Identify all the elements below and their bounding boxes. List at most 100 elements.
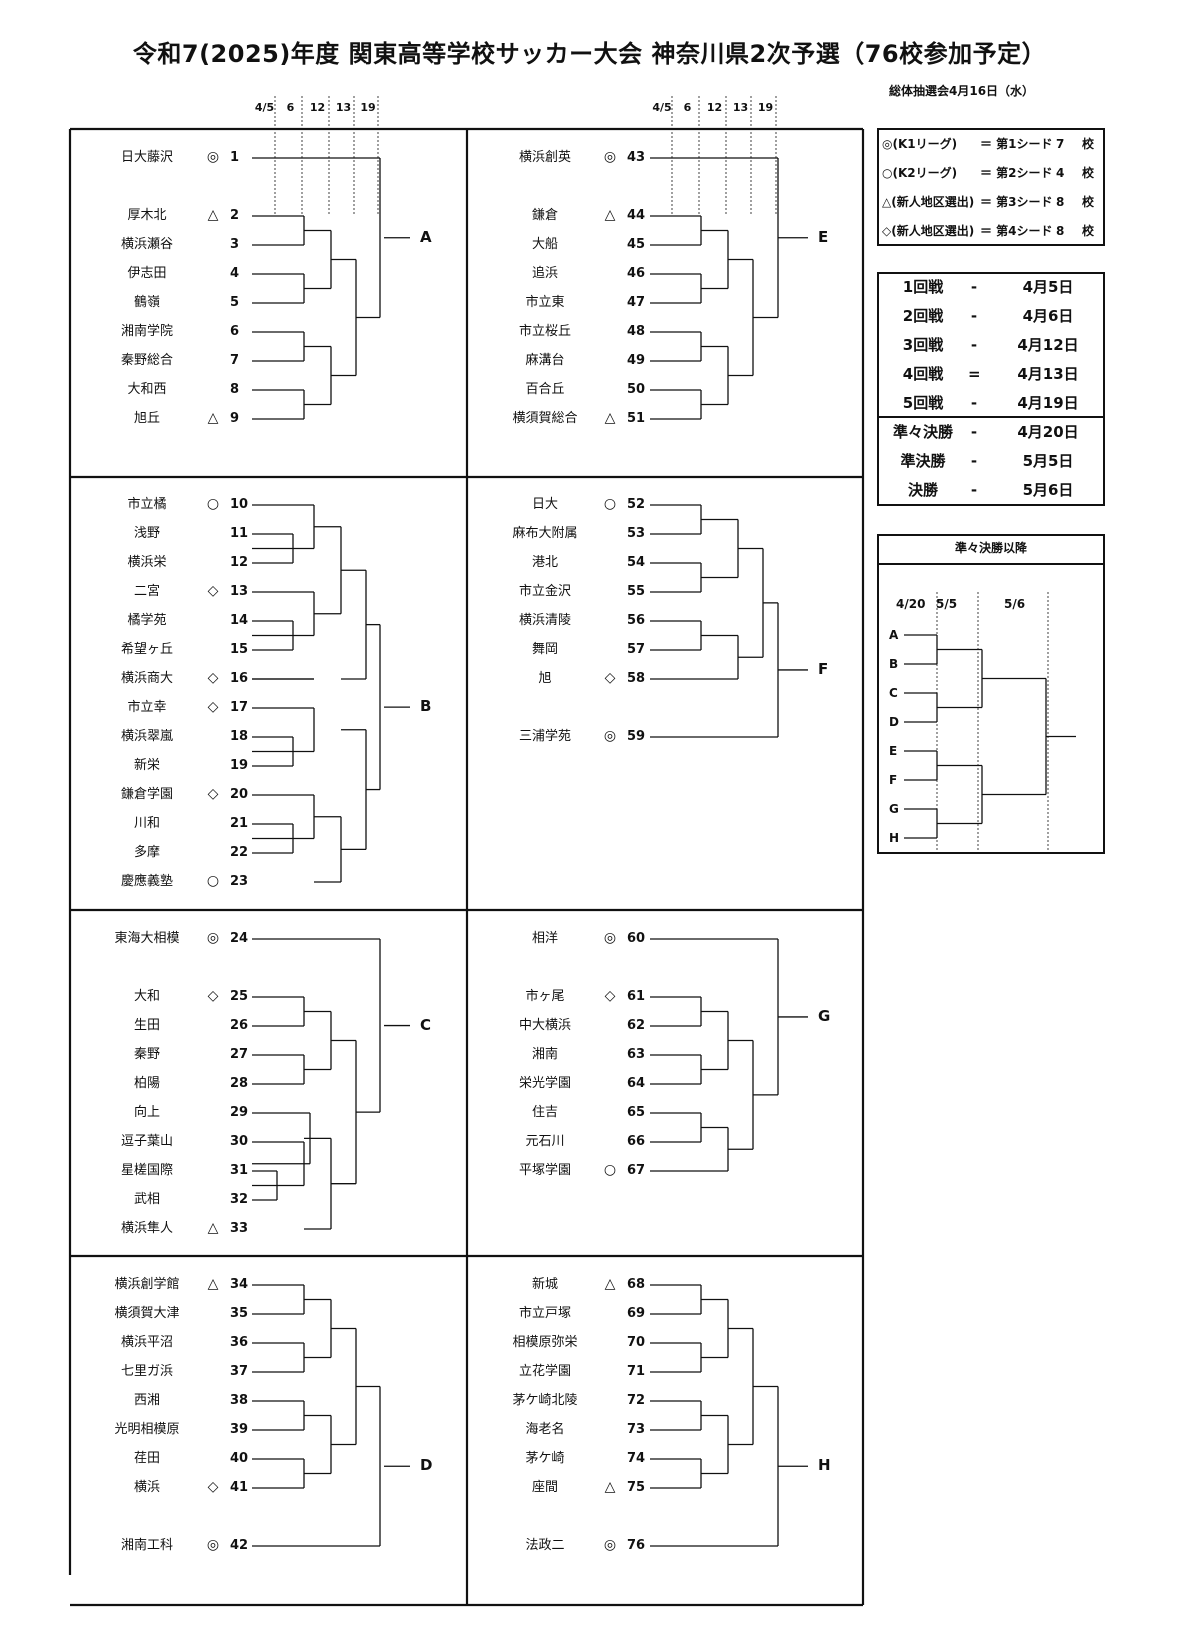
seed-mark: △: [604, 410, 616, 426]
team-number: 50: [627, 382, 646, 397]
team-number: 63: [627, 1047, 646, 1062]
team-name: 市立橘: [127, 497, 167, 512]
team-name: 湘南: [531, 1047, 558, 1062]
schedule-dash: -: [970, 452, 978, 470]
team-name: 法政二: [525, 1538, 565, 1553]
team-name: 横浜創学館: [114, 1277, 180, 1292]
team-name: 海老名: [525, 1422, 565, 1437]
round-date: 19: [757, 101, 774, 114]
seed-mark: △: [604, 1276, 616, 1292]
schedule-date: 4月20日: [1017, 423, 1079, 441]
block-label: A: [420, 227, 432, 246]
team-name: 鎌倉学園: [120, 787, 173, 802]
team-number: 4: [230, 266, 240, 281]
block-label: E: [818, 227, 829, 246]
team-number: 60: [627, 931, 646, 946]
team-name: 多摩: [133, 845, 160, 860]
team-number: 37: [230, 1364, 249, 1379]
team-number: 61: [627, 989, 646, 1004]
team-number: 19: [230, 758, 249, 773]
seed-mark: ◇: [604, 670, 616, 686]
team-number: 68: [627, 1277, 646, 1292]
schedule-dash: -: [970, 307, 978, 325]
team-name: 旭: [538, 671, 552, 686]
legend-mark: ○(K2リーグ): [882, 166, 958, 180]
team-number: 62: [627, 1018, 646, 1033]
team-name: 座間: [531, 1480, 558, 1495]
team-number: 23: [230, 874, 249, 889]
block-label: B: [420, 697, 432, 716]
team-number: 67: [627, 1163, 646, 1178]
team-number: 53: [627, 526, 646, 541]
team-name: 荏田: [133, 1451, 160, 1466]
team-number: 52: [627, 497, 646, 512]
team-name: 市立幸: [127, 700, 167, 715]
team-number: 75: [627, 1480, 646, 1495]
legend-seed: ＝ 第3シード: [980, 195, 1053, 209]
team-name: 厚木北: [127, 208, 167, 223]
schedule-date: 4月5日: [1022, 278, 1074, 296]
finals-title: 準々決勝以降: [954, 541, 1027, 555]
team-number: 70: [627, 1335, 646, 1350]
team-name: 横浜創英: [518, 150, 571, 165]
team-name: 横須賀大津: [114, 1306, 180, 1321]
finals-date: 4/20: [896, 597, 926, 611]
seed-mark: ○: [206, 496, 220, 512]
team-name: 西湘: [133, 1393, 160, 1408]
seed-mark: △: [207, 1220, 219, 1236]
finals-date: 5/6: [1004, 597, 1026, 611]
round-date: 13: [335, 101, 352, 114]
team-name: 日大藤沢: [120, 150, 173, 165]
team-number: 1: [230, 150, 240, 165]
team-name: 慶應義塾: [120, 874, 173, 889]
team-number: 18: [230, 729, 249, 744]
block-label: H: [818, 1456, 831, 1475]
team-name: 新城: [531, 1277, 558, 1292]
block-label: F: [818, 659, 829, 678]
team-name: 麻布大附属: [512, 526, 578, 541]
team-name: 光明相模原: [114, 1422, 180, 1437]
seed-mark: ◎: [603, 728, 617, 744]
seed-mark: ◎: [206, 930, 220, 946]
team-name: 住吉: [531, 1105, 558, 1120]
team-number: 15: [230, 642, 249, 657]
finals-label: B: [889, 657, 899, 671]
team-number: 12: [230, 555, 249, 570]
schedule-date: 5月6日: [1022, 481, 1074, 499]
round-date: 13: [732, 101, 749, 114]
team-name: 大船: [531, 237, 558, 252]
seed-mark: ◇: [207, 670, 219, 686]
team-name: 湘南学院: [120, 324, 173, 339]
seed-mark: ◎: [603, 1537, 617, 1553]
schedule-round: 4回戦: [902, 365, 944, 383]
finals-label: D: [889, 715, 899, 729]
team-number: 55: [627, 584, 646, 599]
team-name: 大和西: [127, 382, 167, 397]
team-number: 25: [230, 989, 249, 1004]
team-number: 28: [230, 1076, 249, 1091]
team-name: 武相: [133, 1192, 160, 1207]
schedule-date: 4月19日: [1017, 394, 1079, 412]
team-number: 59: [627, 729, 646, 744]
team-number: 21: [230, 816, 249, 831]
team-number: 40: [230, 1451, 249, 1466]
team-name: 鶴嶺: [133, 295, 160, 310]
seed-mark: ◇: [604, 988, 616, 1004]
team-number: 42: [230, 1538, 249, 1553]
team-number: 54: [627, 555, 646, 570]
team-number: 51: [627, 411, 646, 426]
team-number: 69: [627, 1306, 646, 1321]
team-name: 舞岡: [531, 642, 558, 657]
team-number: 46: [627, 266, 646, 281]
seed-mark: ◇: [207, 583, 219, 599]
legend-mark: ◎(K1リーグ): [882, 137, 958, 151]
team-name: 横浜隼人: [120, 1221, 173, 1236]
team-name: 港北: [531, 555, 558, 570]
team-number: 57: [627, 642, 646, 657]
team-name: 市立桜丘: [518, 324, 571, 339]
team-name: 百合丘: [525, 382, 565, 397]
team-number: 66: [627, 1134, 646, 1149]
seed-mark: ◎: [206, 1537, 220, 1553]
team-number: 34: [230, 1277, 249, 1292]
